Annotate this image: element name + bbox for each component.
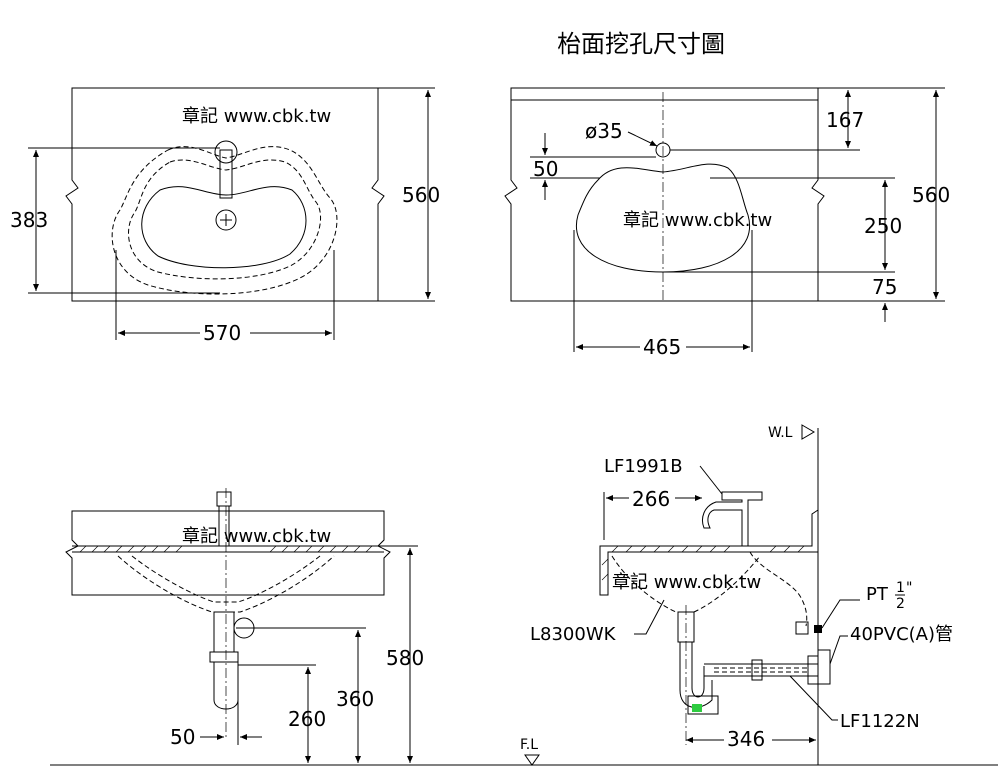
drain-hole [215, 209, 237, 231]
faucet-lf1991b [702, 491, 763, 547]
top-left-plan-view: 383 560 570 章記 www.cbk.tw [10, 87, 440, 345]
fl-label: F.L [520, 737, 538, 753]
dim-50-label: 50 [533, 157, 558, 181]
dim-hole-label: ø35 [585, 119, 623, 143]
dim-346-label: 346 [727, 727, 765, 751]
dim-75-label: 75 [872, 275, 897, 299]
thread-denominator: 2 [896, 596, 905, 612]
dim-560-right-label: 560 [912, 183, 950, 207]
drawing-title: 枱面挖孔尺寸圖 [557, 30, 725, 58]
dim-570-label: 570 [203, 321, 241, 345]
dim-50-bottom-label: 50 [170, 725, 195, 749]
dim-250-label: 250 [864, 214, 902, 238]
basin-outer-dashed [111, 146, 338, 295]
thread-unit: " [906, 580, 912, 596]
dim-260-label: 260 [288, 707, 326, 731]
bottom-right-side-section: W.L F.L LF1 [520, 424, 953, 766]
wl-label: W.L [768, 425, 793, 441]
dim-465-label: 465 [643, 335, 681, 359]
watermark-bottom-right: 章記 www.cbk.tw [612, 572, 761, 593]
dim-266-label: 266 [632, 487, 670, 511]
basin-inner-bowl [141, 186, 307, 269]
trap-model-label: LF1122N [840, 711, 920, 732]
basin-model-label: L8300WK [530, 624, 617, 645]
faucet-body [216, 491, 232, 507]
top-right-cutout-view: ø35 50 167 250 75 560 465 章記 www.cbk.tw [504, 87, 950, 359]
dim-167-label: 167 [826, 108, 864, 132]
faucet-hole [214, 140, 238, 164]
thread-numerator: 1 [896, 580, 905, 596]
dim-560-label: 560 [402, 183, 440, 207]
watermark-bottom-left: 章記 www.cbk.tw [182, 526, 331, 547]
watermark-top-left: 章記 www.cbk.tw [182, 106, 331, 127]
thread-label: PT [866, 584, 889, 605]
basin-mid-dashed [128, 159, 322, 280]
watermark-top-right: 章記 www.cbk.tw [623, 210, 772, 231]
dim-383-label: 383 [10, 208, 48, 232]
bottom-left-front-elevation: 580 360 260 50 章記 www.cbk.tw [50, 488, 998, 766]
faucet-model-label: LF1991B [604, 456, 683, 477]
cutout-shape [575, 163, 751, 273]
dim-580-label: 580 [386, 646, 424, 670]
countertop-outline-right [504, 87, 825, 302]
dim-360-label: 360 [336, 687, 374, 711]
pipe-label: 40PVC(A)管 [850, 624, 953, 645]
faucet-spout [219, 149, 233, 199]
